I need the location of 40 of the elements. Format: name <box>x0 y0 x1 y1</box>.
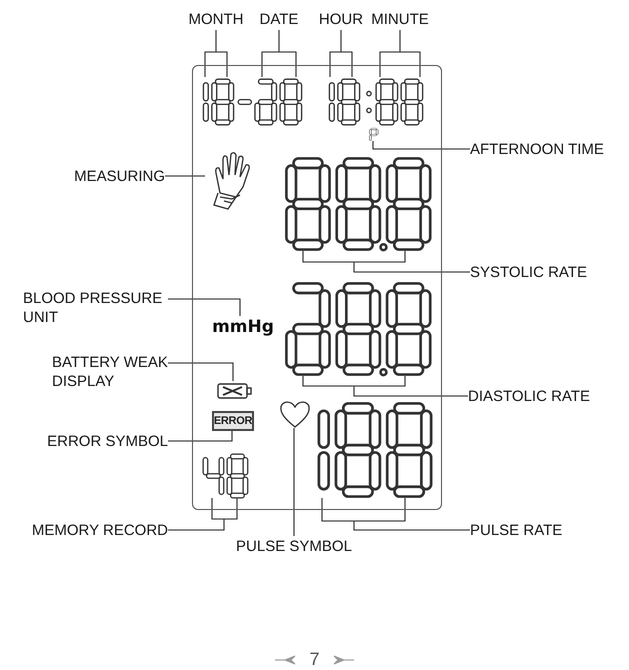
leader-line <box>329 29 353 78</box>
leader-line <box>168 298 241 316</box>
leader-line <box>321 497 471 531</box>
leader-line <box>379 29 421 78</box>
part-label: HOUR <box>316 8 366 30</box>
unit-text: mmHg <box>209 317 277 339</box>
part-label: BLOOD PRESSURE UNIT <box>23 288 168 328</box>
lcd-display-panel <box>192 65 442 510</box>
part-label: ERROR SYMBOL <box>20 431 168 451</box>
seven-segment-digits-drawing <box>369 128 379 142</box>
part-label: MEMORY RECORD <box>8 520 168 540</box>
seven-segment-digits-drawing <box>327 78 362 126</box>
page-number: 7 <box>309 648 320 670</box>
part-label: SYSTOLIC RATE <box>470 262 620 282</box>
seven-segment-digits-drawing <box>363 78 425 126</box>
seven-segment-digits-drawing <box>202 453 250 499</box>
part-label: PULSE SYMBOL <box>222 536 366 556</box>
error-indicator: ERROR <box>212 411 254 431</box>
battery-icon <box>217 382 253 400</box>
part-label: DIASTOLIC RATE <box>468 386 623 406</box>
leader-line <box>165 175 205 177</box>
leader-line <box>167 497 238 531</box>
seven-segment-digits-drawing <box>201 78 236 126</box>
part-label: DATE <box>254 8 304 30</box>
part-label: PULSE RATE <box>470 520 620 540</box>
leader-line <box>168 362 234 381</box>
leader-line <box>261 29 297 78</box>
leader-line <box>302 375 469 397</box>
seven-segment-digits-drawing <box>237 78 304 126</box>
leader-line <box>168 430 233 442</box>
heart-icon <box>279 399 311 429</box>
part-label: AFTERNOON TIME <box>470 139 625 159</box>
part-label: MONTH <box>185 8 247 30</box>
leader-line <box>204 29 228 78</box>
leader-line <box>302 250 471 273</box>
part-label: MINUTE <box>368 8 432 30</box>
part-label: MEASURING <box>40 166 165 186</box>
leader-line <box>372 141 470 150</box>
part-label: BATTERY WEAK DISPLAY <box>52 352 168 392</box>
leader-line <box>293 428 295 536</box>
